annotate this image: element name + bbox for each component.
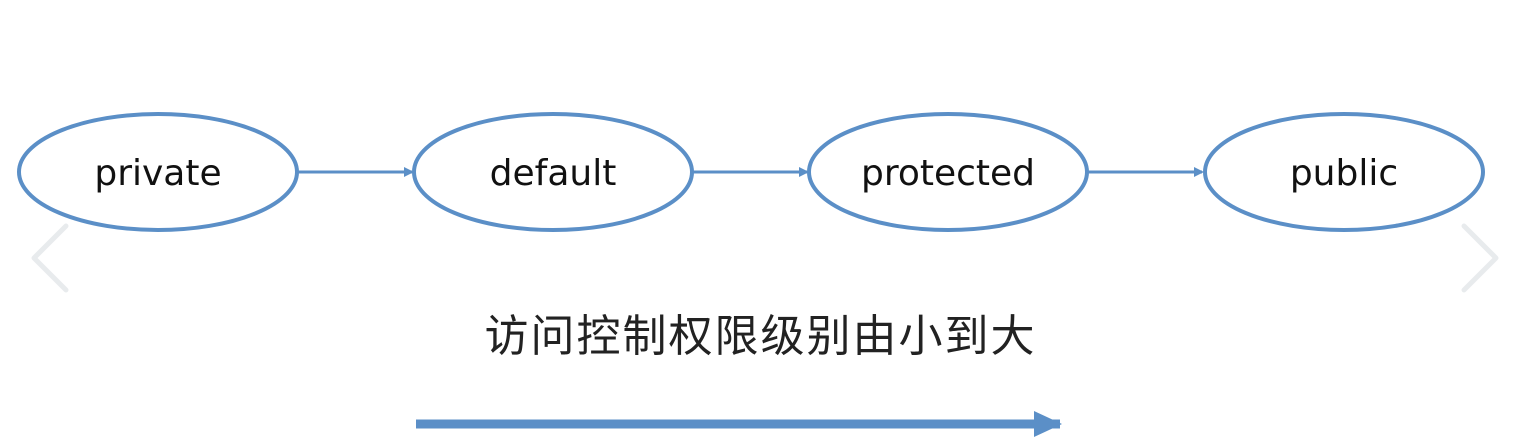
node-public: public [1203, 112, 1485, 232]
diagram-caption: 访问控制权限级别由小到大 [484, 311, 1037, 362]
chevron-left-icon[interactable] [22, 222, 82, 294]
node-protected-ellipse [807, 112, 1089, 232]
node-protected-label: protected [861, 153, 1035, 194]
node-protected: protected [807, 112, 1089, 232]
node-public-ellipse [1203, 112, 1485, 232]
node-public-label: public [1290, 153, 1398, 194]
node-private-label: private [94, 153, 221, 194]
node-default-ellipse [412, 112, 694, 232]
node-default-label: default [490, 153, 617, 194]
node-private-ellipse [17, 112, 299, 232]
node-private: private [17, 112, 299, 232]
chevron-right-icon[interactable] [1448, 222, 1508, 294]
node-default: default [412, 112, 694, 232]
